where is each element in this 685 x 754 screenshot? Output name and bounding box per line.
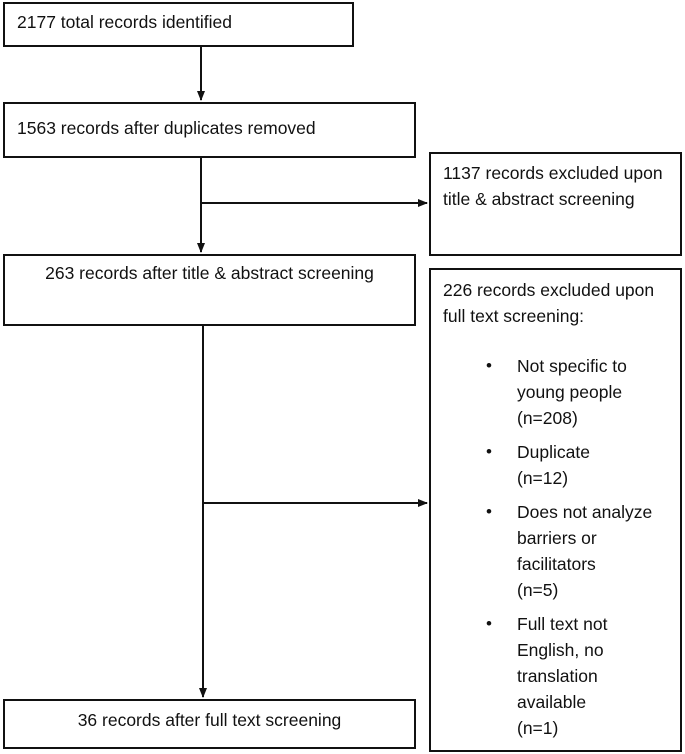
- bullet-icon: •: [486, 356, 492, 375]
- final-records-text: 36 records after full text screening: [77, 710, 342, 730]
- duplicates-removed-text: 1563 records after duplicates removed: [17, 118, 316, 138]
- exclusion-reason: • Not specific to young people (n=208): [443, 353, 668, 431]
- exclusion-reason-count: (n=5): [517, 580, 559, 600]
- records-identified-text: 2177 total records identified: [17, 12, 232, 32]
- exclusion-reason-label: Not specific to young people: [517, 356, 627, 402]
- exclusion-reason: • Does not analyze barriers or facilitat…: [443, 499, 668, 603]
- exclusion-reason-count: (n=12): [517, 468, 569, 488]
- exclusion-reason-label: Full text not English, no translation av…: [517, 614, 608, 712]
- bullet-icon: •: [486, 442, 492, 461]
- exclusion-reasons-list: • Not specific to young people (n=208) •…: [443, 353, 668, 741]
- excluded-full-text-box: 226 records excluded upon full text scre…: [429, 268, 682, 752]
- bullet-icon: •: [486, 502, 492, 521]
- duplicates-removed-box: 1563 records after duplicates removed: [3, 102, 416, 158]
- title-abstract-screened-box: 263 records after title & abstract scree…: [3, 254, 416, 326]
- title-abstract-screened-text: 263 records after title & abstract scree…: [45, 263, 374, 283]
- exclusion-reason: • Full text not English, no translation …: [443, 611, 668, 741]
- records-identified-box: 2177 total records identified: [3, 2, 354, 47]
- excluded-full-text-heading: 226 records excluded upon full text scre…: [443, 280, 655, 326]
- exclusion-reason-label: Does not analyze barriers or facilitator…: [517, 502, 653, 574]
- excluded-title-abstract-box: 1137 records excluded upon title & abstr…: [429, 152, 682, 256]
- exclusion-reason-count: (n=208): [517, 408, 578, 428]
- exclusion-reason-count: (n=1): [517, 718, 559, 738]
- exclusion-reason: • Duplicate (n=12): [443, 439, 668, 491]
- final-records-box: 36 records after full text screening: [3, 699, 416, 749]
- exclusion-reason-label: Duplicate: [517, 442, 590, 462]
- bullet-icon: •: [486, 614, 492, 633]
- excluded-title-abstract-text: 1137 records excluded upon title & abstr…: [443, 163, 663, 209]
